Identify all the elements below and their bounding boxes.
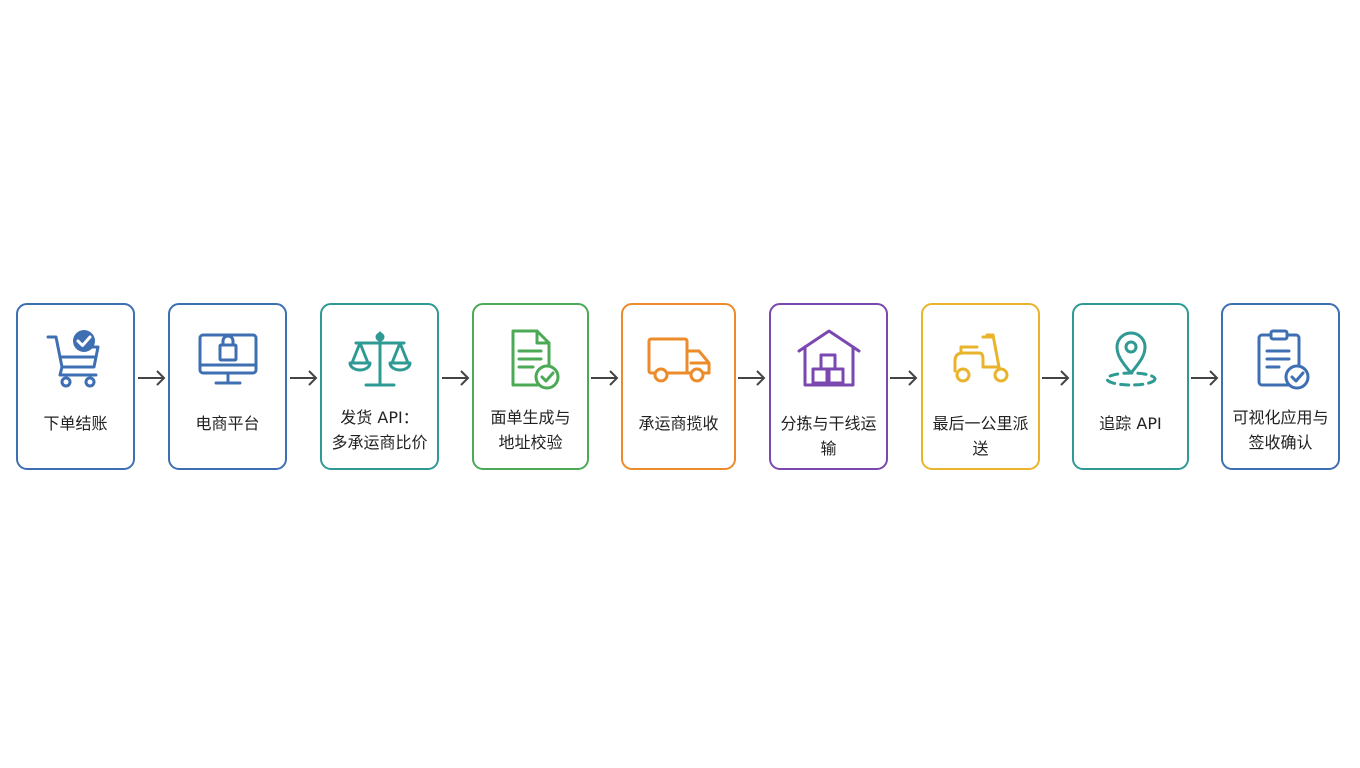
monitor-shopping-bag-icon xyxy=(198,333,257,385)
arrow-right-icon xyxy=(138,370,166,386)
step-last-mile: 最后一公里派送 xyxy=(921,303,1040,470)
step-tracking-api: 追踪 API xyxy=(1072,303,1189,470)
step-carrier-pickup: 承运商揽收 xyxy=(621,303,736,470)
arrow-right-icon xyxy=(738,370,766,386)
map-pin-icon xyxy=(1105,331,1156,387)
step-label: 电商平台 xyxy=(195,414,260,433)
step-label: 承运商揽收 xyxy=(638,414,719,433)
step-label: 下单结账 xyxy=(43,414,108,433)
arrow-right-icon xyxy=(591,370,619,386)
document-check-icon xyxy=(511,329,559,390)
step-label: 追踪 API xyxy=(1099,414,1162,433)
arrow-right-icon xyxy=(290,370,318,386)
shopping-cart-check-icon xyxy=(46,330,99,388)
delivery-truck-icon xyxy=(647,337,710,383)
step-label: 最后一公里派送 xyxy=(932,414,1029,458)
step-checkout: 下单结账 xyxy=(16,303,135,470)
arrow-right-icon xyxy=(1042,370,1070,386)
step-label: 面单生成与 地址校验 xyxy=(490,408,571,452)
warehouse-boxes-icon xyxy=(797,329,860,387)
arrow-right-icon xyxy=(890,370,918,386)
arrow-right-icon xyxy=(442,370,470,386)
step-sorting-transport: 分拣与干线运输 xyxy=(769,303,888,470)
step-shipping-api: 发货 API： 多承运商比价 xyxy=(320,303,439,470)
step-label: 分拣与干线运输 xyxy=(780,414,877,458)
step-visualization: 可视化应用与 签收确认 xyxy=(1221,303,1340,470)
balance-scale-icon xyxy=(348,331,411,387)
clipboard-check-icon xyxy=(1257,329,1309,390)
scooter-icon xyxy=(953,333,1008,383)
step-ecommerce-platform: 电商平台 xyxy=(168,303,287,470)
step-label-generation: 面单生成与 地址校验 xyxy=(472,303,589,470)
step-label: 可视化应用与 签收确认 xyxy=(1232,408,1329,452)
arrow-right-icon xyxy=(1191,370,1219,386)
step-label: 发货 API： 多承运商比价 xyxy=(331,408,428,452)
